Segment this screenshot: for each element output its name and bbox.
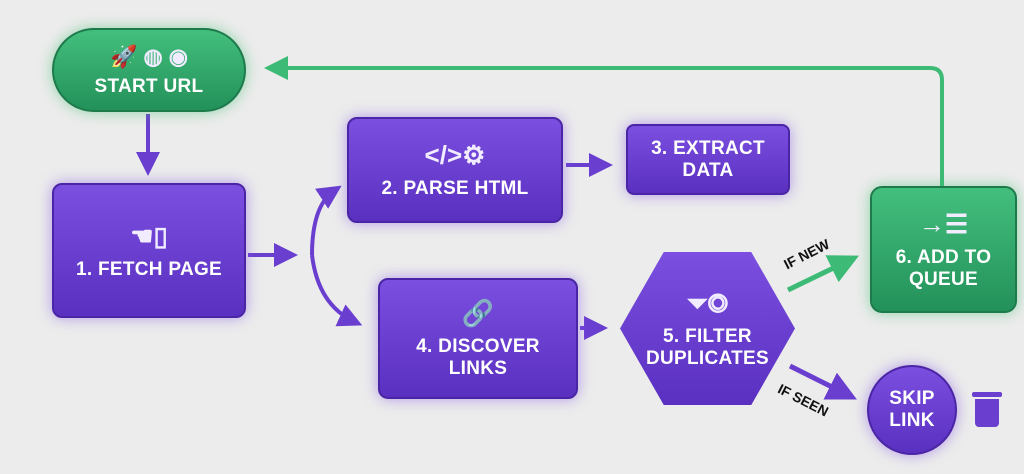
add-to-queue-node: →☰ 6. ADD TO QUEUE xyxy=(870,186,1017,313)
discover-links-node: 🔗 4. DISCOVER LINKS xyxy=(378,278,578,399)
parse-html-node: </>⚙ 2. PARSE HTML xyxy=(347,117,563,223)
skip-link-node: SKIP LINK xyxy=(867,365,957,455)
link-chain-icon: 🔗 xyxy=(461,297,495,328)
filter-duplicates-node: ⏷◎ 5. FILTER DUPLICATES xyxy=(620,252,795,405)
arrow-filter-to-queue xyxy=(786,255,860,293)
trash-icon xyxy=(972,392,1002,428)
fetch-page-node: ☚▯ 1. FETCH PAGE xyxy=(52,183,246,318)
funnel-database-icon: ⏷◎ xyxy=(686,287,729,318)
queue-list-icon: →☰ xyxy=(918,208,969,239)
arrow-queue-to-start-loop xyxy=(264,56,944,186)
extract-data-node: 3. EXTRACT DATA xyxy=(626,124,790,195)
rocket-globe-earth-icon: 🚀 ◍ ◉ xyxy=(109,44,188,69)
hand-document-icon: ☚▯ xyxy=(130,220,168,251)
arrow-filter-to-skip xyxy=(788,363,857,400)
arrow-branch-to-parse xyxy=(310,185,342,256)
code-gear-icon: </>⚙ xyxy=(424,140,486,170)
start-url-node: 🚀 ◍ ◉ START URL xyxy=(52,28,246,112)
arrow-branch-to-discover xyxy=(310,254,363,327)
